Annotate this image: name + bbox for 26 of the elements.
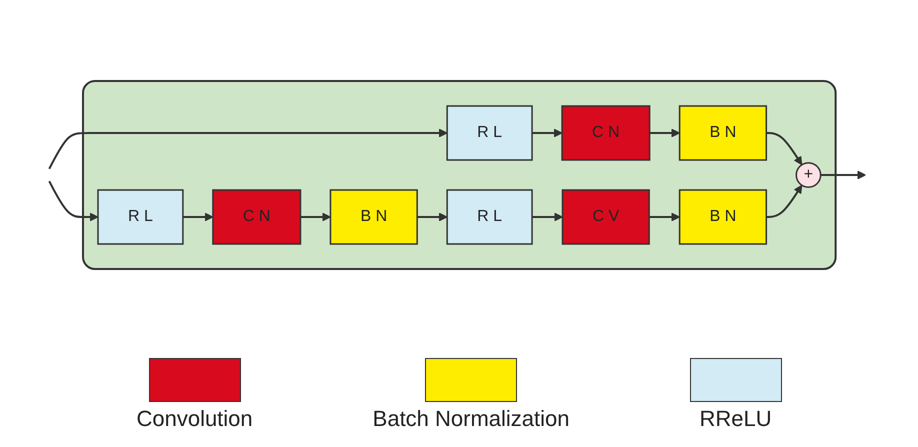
- node-circle: +: [795, 162, 822, 188]
- arrow: [532, 128, 562, 138]
- node-box: B N: [678, 105, 767, 161]
- legend-label: RReLU: [699, 406, 772, 432]
- arrow: [300, 212, 331, 222]
- node-box: R L: [446, 189, 532, 245]
- legend-label: Batch Normalization: [372, 406, 570, 432]
- node-box: C V: [561, 189, 650, 245]
- arrow: [48, 180, 98, 222]
- arrow: [649, 128, 680, 138]
- node-box: C N: [560, 105, 650, 161]
- arrow: [532, 212, 563, 222]
- arrow: [48, 128, 448, 170]
- node-box: R L: [446, 105, 532, 161]
- arrow: [766, 132, 802, 166]
- arrow: [766, 184, 802, 218]
- arrow: [416, 212, 448, 222]
- arrow: [648, 212, 680, 222]
- node-box: C N: [212, 189, 301, 245]
- arrow: [820, 170, 866, 180]
- cluster: [82, 80, 836, 270]
- legend-label: Convolution: [136, 406, 253, 432]
- node-box: B N: [329, 189, 418, 245]
- arrow: [182, 212, 213, 222]
- node-box: R L: [96, 189, 184, 245]
- node-box: B N: [678, 189, 767, 245]
